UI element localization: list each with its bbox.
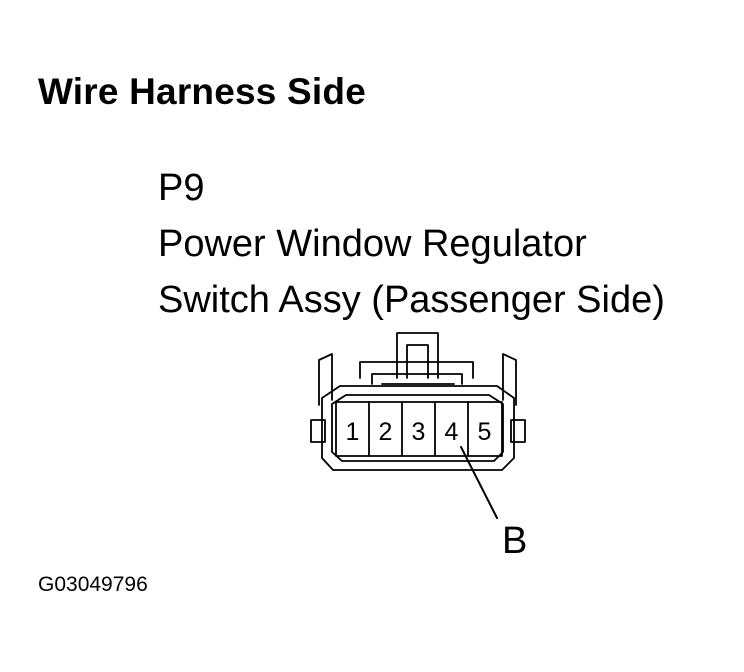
- callout-label: B: [502, 520, 527, 562]
- pin-number-2: 2: [379, 418, 393, 446]
- locking-tab: [359, 332, 474, 385]
- connector-code: P9: [158, 167, 205, 209]
- connector-housing: [321, 385, 515, 471]
- callout-leader-line: [460, 446, 498, 519]
- pin-number-3: 3: [412, 418, 426, 446]
- connector-name-line-2: Switch Assy (Passenger Side): [158, 279, 665, 321]
- terminal-cavity-row: [335, 401, 503, 457]
- page-heading: Wire Harness Side: [38, 71, 366, 112]
- left-latch: [310, 419, 326, 443]
- pin-numbers: 1 2 3 4 5: [346, 418, 492, 446]
- figure-code: G03049796: [38, 573, 148, 596]
- pin-number-5: 5: [478, 418, 492, 446]
- guide-rails: [318, 353, 517, 406]
- connector-name-line-1: Power Window Regulator: [158, 223, 587, 265]
- connector-caption: P9 Power Window Regulator Switch Assy (P…: [158, 160, 665, 328]
- right-latch: [510, 419, 526, 443]
- pin-number-1: 1: [346, 418, 360, 446]
- pin-number-4: 4: [445, 418, 459, 446]
